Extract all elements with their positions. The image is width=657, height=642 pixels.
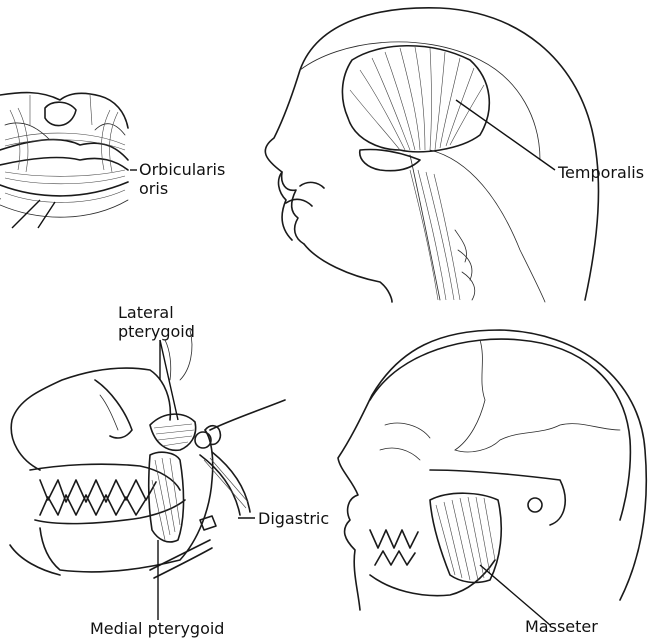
label-orbicularis-oris-line2: oris [139,179,225,198]
lips-closeup-panel [0,93,137,228]
masseter-teeth [370,530,418,565]
masseter-muscle [430,493,501,582]
masseter-skull-panel [338,330,646,625]
upper-teeth [40,480,156,502]
label-lateral-pterygoid-line2: pterygoid [118,322,195,341]
label-digastric: Digastric [258,509,329,528]
pterygoid-skull-panel [10,330,285,620]
lateral-pterygoid-muscle [150,414,211,450]
lower-teeth [40,495,146,515]
label-orbicularis-oris: Orbicularis oris [139,160,225,198]
temporalis-muscle [342,46,489,152]
label-temporalis: Temporalis [558,163,644,182]
label-lateral-pterygoid: Lateral pterygoid [118,303,195,341]
label-orbicularis-oris-line1: Orbicularis [139,160,225,179]
digastric-muscle [150,452,250,578]
label-masseter: Masseter [525,617,598,636]
medial-pterygoid-muscle [149,452,184,542]
label-medial-pterygoid: Medial pterygoid [90,619,224,638]
label-lateral-pterygoid-line1: Lateral [118,303,195,322]
temporalis-head-panel [265,8,598,302]
